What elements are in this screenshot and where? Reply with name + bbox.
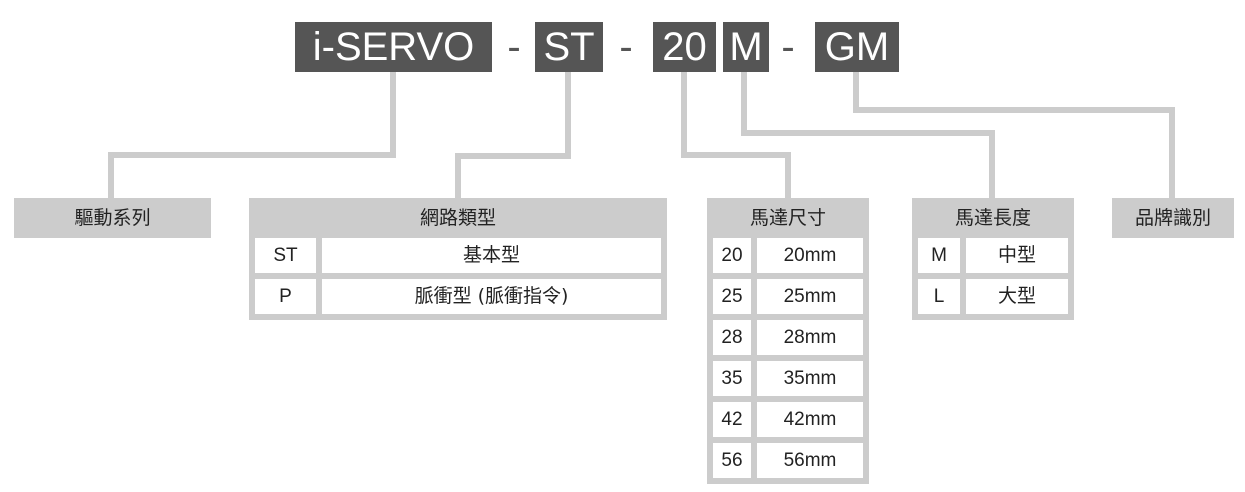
motor-length-title: 馬達長度	[954, 207, 1031, 229]
code-part-network: ST	[535, 22, 603, 72]
network-desc: 脈衝型 (脈衝指令)	[322, 279, 661, 314]
length-code: M	[918, 238, 960, 273]
code-part-brand: GM	[815, 22, 899, 72]
code-part-length: M	[723, 22, 769, 72]
network-desc: 基本型	[322, 238, 661, 273]
size-desc: 42mm	[757, 402, 863, 437]
size-code: 56	[713, 443, 751, 478]
table-row: L 大型	[918, 279, 1068, 314]
network-code: P	[255, 279, 316, 314]
size-desc: 20mm	[757, 238, 863, 273]
motor-size-title: 馬達尺寸	[749, 207, 826, 229]
size-code: 42	[713, 402, 751, 437]
length-desc: 大型	[966, 279, 1068, 314]
code-separator: -	[781, 25, 795, 69]
connector-size	[681, 72, 791, 198]
table-row: ST 基本型	[255, 238, 661, 273]
size-code: 25	[713, 279, 751, 314]
connector-length	[741, 72, 995, 198]
size-code: 20	[713, 238, 751, 273]
connector-brand	[853, 72, 1175, 198]
code-separator: -	[619, 25, 633, 69]
size-desc: 56mm	[757, 443, 863, 478]
table-row: 25 25mm	[713, 279, 863, 314]
size-code: 28	[713, 320, 751, 355]
table-row: 42 42mm	[713, 402, 863, 437]
table-row: 28 28mm	[713, 320, 863, 355]
code-separator: -	[507, 25, 521, 69]
connector-series	[108, 72, 396, 198]
connector-network	[455, 72, 571, 198]
series-label: 驅動系列	[14, 198, 211, 238]
brand-label: 品牌識別	[1112, 198, 1234, 238]
motor-length-table: 馬達長度 M 中型 L 大型	[912, 198, 1074, 320]
table-row: 56 56mm	[713, 443, 863, 478]
size-desc: 35mm	[757, 361, 863, 396]
size-desc: 28mm	[757, 320, 863, 355]
motor-size-table: 馬達尺寸 20 20mm 25 25mm 28 28mm 35 35mm 42 …	[707, 198, 869, 484]
table-row: 20 20mm	[713, 238, 863, 273]
size-desc: 25mm	[757, 279, 863, 314]
table-row: P 脈衝型 (脈衝指令)	[255, 279, 661, 314]
table-row: M 中型	[918, 238, 1068, 273]
table-row: 35 35mm	[713, 361, 863, 396]
code-part-size: 20	[653, 22, 716, 72]
length-desc: 中型	[966, 238, 1068, 273]
network-type-table: 網路類型 ST 基本型 P 脈衝型 (脈衝指令)	[249, 198, 667, 320]
code-part-series: i-SERVO	[295, 22, 492, 72]
length-code: L	[918, 279, 960, 314]
network-type-title: 網路類型	[419, 207, 496, 229]
network-code: ST	[255, 238, 316, 273]
size-code: 35	[713, 361, 751, 396]
